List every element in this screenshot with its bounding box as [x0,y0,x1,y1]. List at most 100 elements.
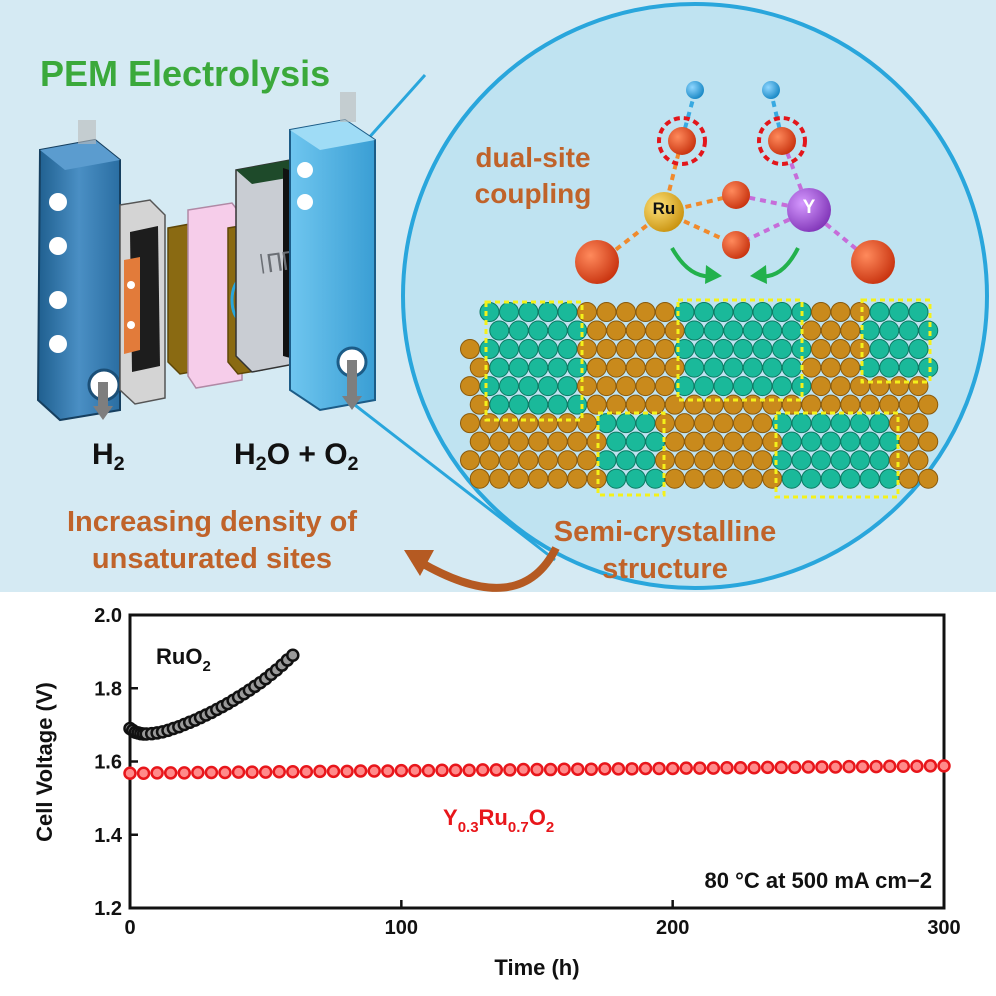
lattice-atom [577,413,597,434]
lattice-atom [489,468,510,489]
lattice-atom [460,376,480,397]
lattice-atom [645,320,666,341]
yruo2-data-point [882,759,897,774]
lattice-atom [918,431,939,452]
lattice-atom [742,468,763,489]
yruo2-data-point [611,762,626,776]
lattice-atom [460,339,480,360]
lattice-atom [625,357,646,378]
lattice-atom [538,413,558,434]
lattice-atom [645,394,666,415]
yruo2-data-point [584,762,599,776]
lattice-atom [557,376,578,397]
yruo2-data-point [598,762,612,776]
figure-title: PEM Electrolysis [40,53,331,94]
x-tick-label: 0 [124,917,135,939]
lattice-atom [567,394,588,415]
lattice-atom [801,468,822,489]
lattice-atom [489,320,510,341]
lattice-atom [645,431,666,452]
hydrogen-atom [686,81,704,99]
yruo2-data-point [245,765,259,779]
lattice-atom [596,450,617,471]
lattice-atom [606,394,627,415]
y-atom-label: Y [802,197,816,218]
lattice-atom [869,302,890,322]
lattice-atom [694,302,714,322]
lattice-atom [752,413,773,434]
lattice-atom [694,450,714,471]
lattice-atom [460,413,480,434]
lattice-atom [781,468,802,489]
lattice-atom [479,302,500,322]
lattice-atom [616,339,636,360]
lattice-atom [762,394,783,415]
yruo2-data-point [788,760,802,775]
lattice-atom [713,450,734,471]
ruo2-series-label: RuO2 [156,644,211,675]
lattice-atom [684,468,705,489]
lattice-atom [898,357,919,378]
lattice-atom [713,302,734,322]
lattice-atom [664,431,685,452]
lattice-atom [606,357,627,378]
yruo2-data-point [272,765,286,779]
lattice-atom [918,394,939,415]
semi-crystalline-label-line1: Semi-crystalline [553,516,777,548]
lattice-atom [508,431,529,452]
lattice-atom [518,302,539,322]
cathode-end-plate [36,120,121,422]
lattice-atom [898,431,919,452]
lattice-atom [547,394,568,415]
y-tick-label: 1.2 [94,898,122,920]
yruo2-data-point [570,762,585,776]
lattice-atom [772,302,792,322]
lattice-atom [606,320,627,341]
lattice-atom [879,431,900,452]
lattice-atom [811,339,831,360]
lattice-atom [684,357,705,378]
lattice-atom [577,376,597,397]
lattice-atom [508,320,529,341]
lattice-atom [908,413,929,434]
lattice-atom [830,339,851,360]
x-tick-label: 100 [385,917,418,939]
x-tick-label: 300 [927,917,960,939]
yruo2-data-point [638,761,653,776]
lattice-atom [879,357,900,378]
lattice-atom [820,431,841,452]
ru-atom-label: Ru [652,199,676,218]
lattice-atom [723,431,744,452]
yruo2-data-point [910,759,924,774]
yruo2-data-point [652,761,666,776]
condition-annotation: 80 °C at 500 mA cm−2 [705,868,933,893]
yruo2-data-point [842,759,856,774]
lattice-atom [889,339,909,360]
yruo2-data-point [720,760,734,775]
yruo2-data-point [123,766,137,780]
lattice-atom [859,431,880,452]
yruo2-data-point [679,761,693,775]
hydrogen-outlet-label: H2 [92,438,125,475]
lattice-atom [489,394,510,415]
lattice-atom [499,376,519,397]
lattice-atom [635,376,656,397]
yruo2-data-point [869,759,883,774]
lattice-atom [889,302,909,322]
yruo2-data-point [557,762,571,776]
yruo2-data-point [150,766,164,780]
lattice-atom [733,302,753,322]
lattice-atom [518,376,539,397]
lattice-atom [479,339,500,360]
crystalline-domain-outline [484,300,584,422]
lattice-atom [518,413,539,434]
lattice-atom [713,413,734,434]
yruo2-data-point [530,762,544,777]
lattice-atom [811,302,831,322]
lattice-atom [811,376,831,397]
active-site-marker [657,116,707,166]
yruo2-data-point [286,765,300,779]
lattice-atom [742,431,763,452]
lattice-atom [538,339,558,360]
